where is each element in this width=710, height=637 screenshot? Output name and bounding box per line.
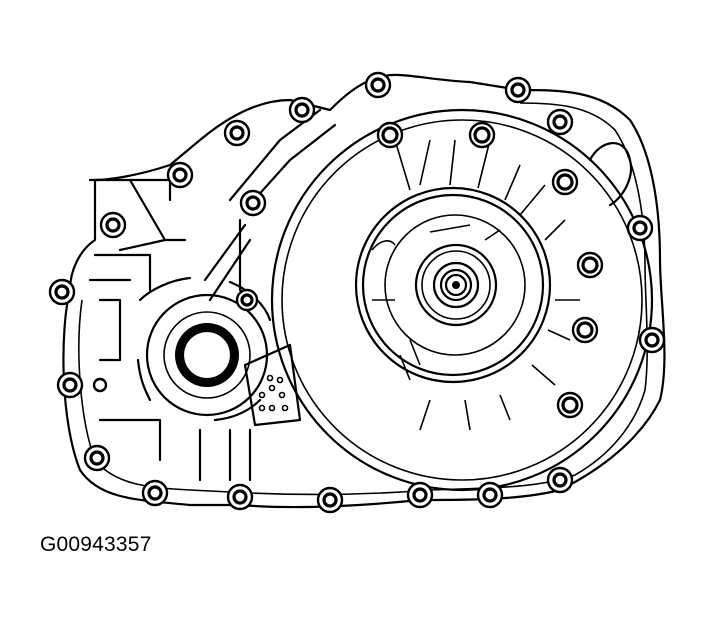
input-shaft-center xyxy=(452,281,460,289)
case-outline xyxy=(62,73,666,509)
converter-outer-ring xyxy=(354,186,552,384)
bell-housing xyxy=(270,108,654,492)
perforations xyxy=(258,374,289,412)
bolt-bosses xyxy=(48,71,666,514)
figure-caption: G00943357 xyxy=(40,533,152,556)
